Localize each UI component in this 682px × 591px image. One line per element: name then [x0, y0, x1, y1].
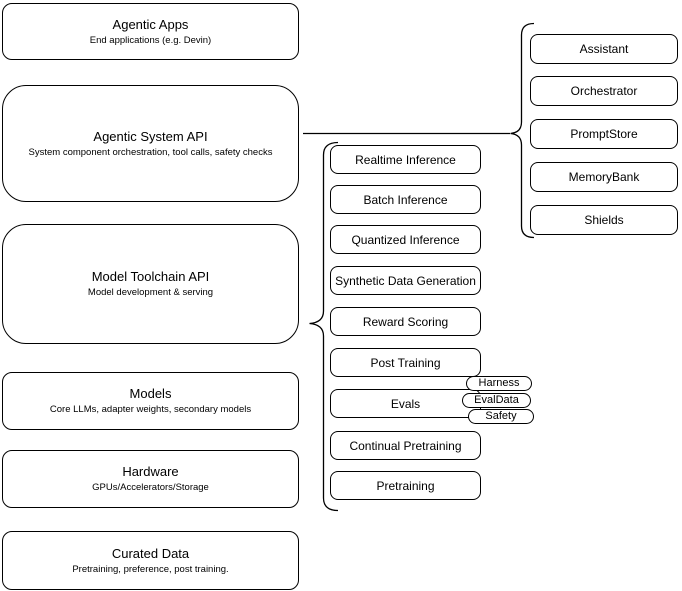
box-title: Hardware: [122, 464, 179, 479]
box-pretraining: Pretraining: [330, 471, 481, 500]
box-label: Pretraining: [376, 478, 435, 493]
box-memorybank: MemoryBank: [530, 162, 678, 192]
box-label: Continual Pretraining: [349, 438, 462, 453]
pill-evaldata: EvalData: [462, 393, 531, 408]
box-label: Quantized Inference: [351, 232, 460, 247]
box-reward-scoring: Reward Scoring: [330, 307, 481, 336]
box-label: Realtime Inference: [355, 152, 456, 167]
box-realtime-inference: Realtime Inference: [330, 145, 481, 174]
box-quantized-inference: Quantized Inference: [330, 225, 481, 254]
box-agentic-system-api: Agentic System API System component orch…: [2, 85, 299, 202]
box-label: Evals: [390, 396, 421, 411]
box-agentic-apps: Agentic Apps End applications (e.g. Devi…: [2, 3, 299, 60]
box-label: Orchestrator: [570, 84, 638, 98]
box-hardware: Hardware GPUs/Accelerators/Storage: [2, 450, 299, 508]
box-label: Batch Inference: [363, 192, 448, 207]
box-label: MemoryBank: [568, 170, 640, 184]
box-orchestrator: Orchestrator: [530, 76, 678, 106]
box-evals: Evals: [330, 389, 481, 418]
box-promptstore: PromptStore: [530, 119, 678, 149]
pill-label: Harness: [478, 377, 520, 389]
box-curated-data: Curated Data Pretraining, preference, po…: [2, 531, 299, 590]
box-subtitle: Pretraining, preference, post training.: [72, 563, 229, 575]
box-subtitle: End applications (e.g. Devin): [89, 34, 212, 46]
box-subtitle: System component orchestration, tool cal…: [28, 146, 273, 158]
box-title: Agentic Apps: [112, 16, 189, 32]
box-label: Synthetic Data Generation: [335, 273, 476, 288]
box-label: Shields: [584, 213, 624, 227]
box-title: Curated Data: [111, 545, 190, 561]
box-subtitle: GPUs/Accelerators/Storage: [92, 482, 209, 493]
box-title: Model Toolchain API: [91, 269, 210, 284]
pill-label: Safety: [485, 410, 517, 422]
box-shields: Shields: [530, 205, 678, 235]
box-synthetic-data-generation: Synthetic Data Generation: [330, 266, 481, 295]
box-title: Models: [129, 386, 172, 401]
box-label: Post Training: [370, 355, 441, 370]
pill-label: EvalData: [474, 394, 519, 406]
box-label: PromptStore: [570, 127, 638, 141]
box-subtitle: Core LLMs, adapter weights, secondary mo…: [49, 404, 252, 415]
box-title: Agentic System API: [93, 128, 208, 144]
box-label: Assistant: [579, 42, 629, 56]
box-assistant: Assistant: [530, 34, 678, 64]
box-continual-pretraining: Continual Pretraining: [330, 431, 481, 460]
pill-harness: Harness: [466, 376, 532, 391]
box-batch-inference: Batch Inference: [330, 185, 481, 214]
box-subtitle: Model development & serving: [87, 287, 214, 298]
box-models: Models Core LLMs, adapter weights, secon…: [2, 372, 299, 430]
box-label: Reward Scoring: [362, 314, 449, 329]
pill-safety: Safety: [468, 409, 534, 424]
box-model-toolchain-api: Model Toolchain API Model development & …: [2, 224, 299, 344]
box-post-training: Post Training: [330, 348, 481, 377]
